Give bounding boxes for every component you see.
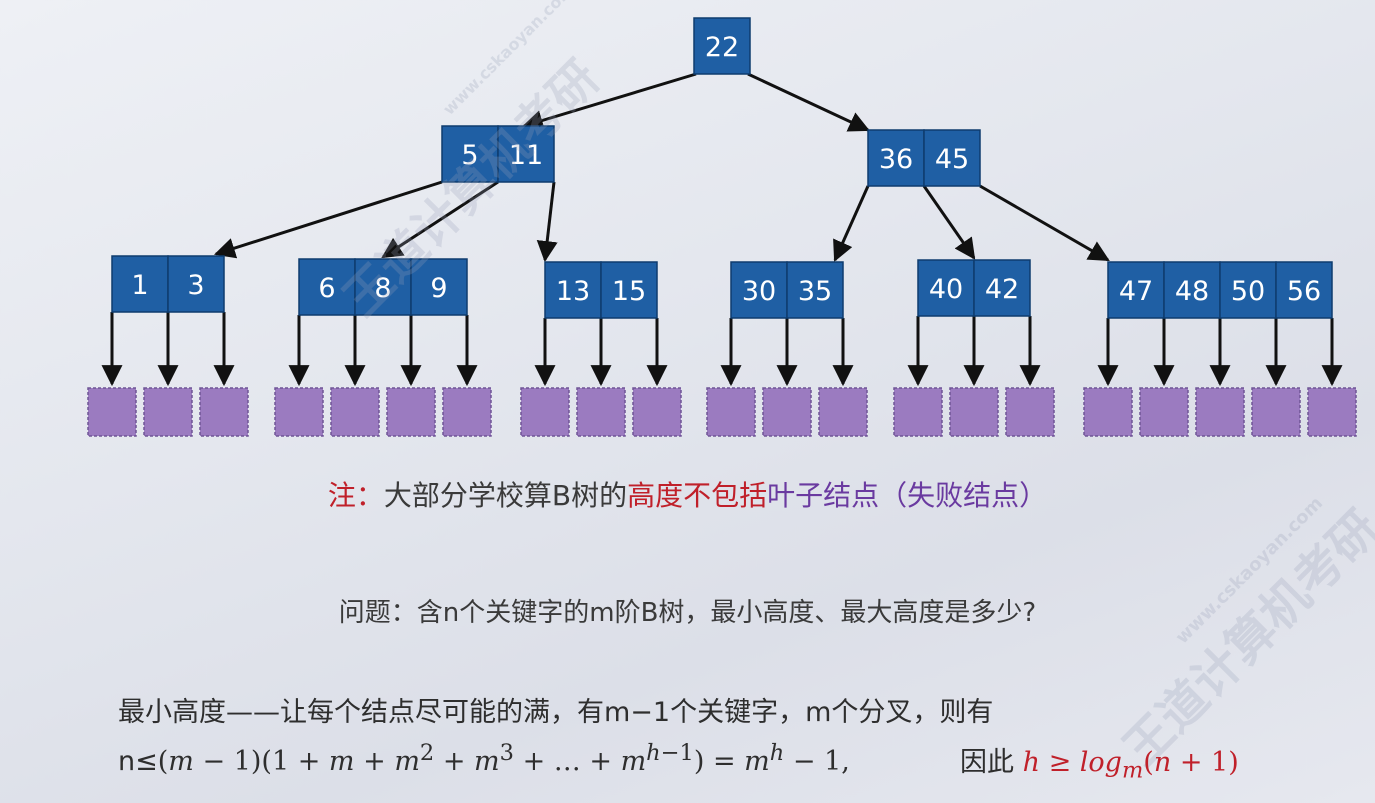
failure-leaf	[330, 387, 380, 437]
key-cell	[1219, 261, 1277, 319]
failure-leaf	[386, 387, 436, 437]
leaf-level-node: 13 15	[544, 261, 658, 319]
edge-arrow	[922, 185, 976, 260]
edge-arrow	[979, 184, 1110, 262]
key-cell	[1275, 261, 1333, 319]
key-cell	[600, 261, 658, 319]
question-text: 问题：含n个关键字的m阶B树，最小高度、最大高度是多少?	[338, 598, 1037, 628]
key-label: 40	[929, 274, 963, 305]
key-label: 36	[879, 144, 913, 175]
key-label: 8	[374, 273, 391, 304]
key-label: 15	[612, 276, 646, 307]
key-cell	[167, 255, 225, 313]
min-height-formula: n≤(m − 1)(1 + m + m2 + m3 + … + mh−1) = …	[118, 740, 850, 777]
failure-leaf	[1251, 387, 1301, 437]
root-node: 22	[693, 17, 751, 75]
failure-leaf	[87, 387, 137, 437]
edge-arrow	[833, 185, 870, 262]
failure-leaf	[274, 387, 324, 437]
leaf-level-node: 30 35	[730, 261, 844, 319]
formula-math: (m − 1)(1 + m + m2 + m3 + … + mh−1) = mh…	[157, 740, 850, 777]
key-cell	[730, 261, 788, 319]
failure-leaf	[442, 387, 492, 437]
key-cell	[917, 259, 975, 317]
key-cell	[441, 125, 499, 183]
failure-leaf	[1005, 387, 1055, 437]
key-cell	[786, 261, 844, 319]
note-prefix: 注：	[327, 479, 384, 512]
key-label: 6	[318, 273, 335, 304]
edges	[101, 72, 1343, 387]
note-highlight: 高度不包括	[627, 479, 768, 512]
failure-leaf	[1083, 387, 1133, 437]
key-label: 3	[187, 270, 204, 301]
failure-leaf	[762, 387, 812, 437]
key-label: 1	[131, 270, 148, 301]
key-cell	[693, 17, 751, 75]
internal-node: 36 45	[867, 129, 981, 187]
key-label: 48	[1175, 276, 1209, 307]
leaf-level-node: 40 42	[917, 259, 1031, 317]
key-label: 45	[935, 144, 969, 175]
key-label: 42	[985, 274, 1019, 305]
leaf-nodes	[87, 387, 1357, 437]
note-leaf-nodes: 叶子结点（失败结点）	[767, 479, 1048, 512]
key-cell	[410, 258, 468, 316]
key-cell	[973, 259, 1031, 317]
leaf-level-node: 47 48 50 56	[1107, 261, 1333, 319]
key-label: 22	[705, 32, 739, 63]
key-label: 50	[1231, 276, 1265, 307]
key-label: 56	[1287, 276, 1321, 307]
note-text: 注：大部分学校算B树的高度不包括叶子结点（失败结点）	[0, 474, 1375, 514]
failure-leaf	[818, 387, 868, 437]
key-cell	[867, 129, 925, 187]
edge-arrow	[381, 180, 499, 259]
failure-leaf	[1307, 387, 1357, 437]
key-label: 13	[556, 276, 590, 307]
key-cell	[497, 125, 555, 183]
key-cell	[354, 258, 412, 316]
note-part1: 大部分学校算B树的	[383, 479, 628, 512]
failure-leaf	[632, 387, 682, 437]
key-cell	[1107, 261, 1165, 319]
key-cell	[923, 129, 981, 187]
key-cell	[298, 258, 356, 316]
edge-arrow	[521, 72, 697, 131]
failure-leaf	[1139, 387, 1189, 437]
key-label: 5	[461, 140, 478, 171]
failure-leaf	[1195, 387, 1245, 437]
failure-leaf	[576, 387, 626, 437]
min-height-explanation: 最小高度——让每个结点尽可能的满，有m−1个关键字，m个分叉，则有	[118, 697, 994, 728]
key-label: 11	[509, 140, 543, 171]
failure-leaf	[949, 387, 999, 437]
failure-leaf	[520, 387, 570, 437]
internal-node: 5 11	[441, 125, 555, 183]
conclusion: 因此 h ≥ logm(n + 1)	[960, 740, 1239, 783]
key-label: 30	[742, 276, 776, 307]
key-label: 47	[1119, 276, 1153, 307]
edge-arrow	[213, 180, 443, 259]
failure-leaf	[893, 387, 943, 437]
failure-leaf	[199, 387, 249, 437]
watermark: 王道计算机考研	[1112, 499, 1375, 778]
key-label: 35	[798, 276, 832, 307]
leaf-level-node: 6 8 9	[298, 258, 468, 316]
edge-arrow	[747, 72, 870, 132]
key-cell	[544, 261, 602, 319]
conclusion-label: 因此	[960, 747, 1014, 778]
formula-prefix: n≤	[118, 746, 158, 777]
conclusion-math: h ≥ logm(n + 1)	[1022, 747, 1239, 784]
failure-leaf	[143, 387, 193, 437]
key-cell	[111, 255, 169, 313]
key-label: 9	[430, 273, 447, 304]
failure-leaf	[706, 387, 756, 437]
edge-arrow	[536, 181, 558, 263]
